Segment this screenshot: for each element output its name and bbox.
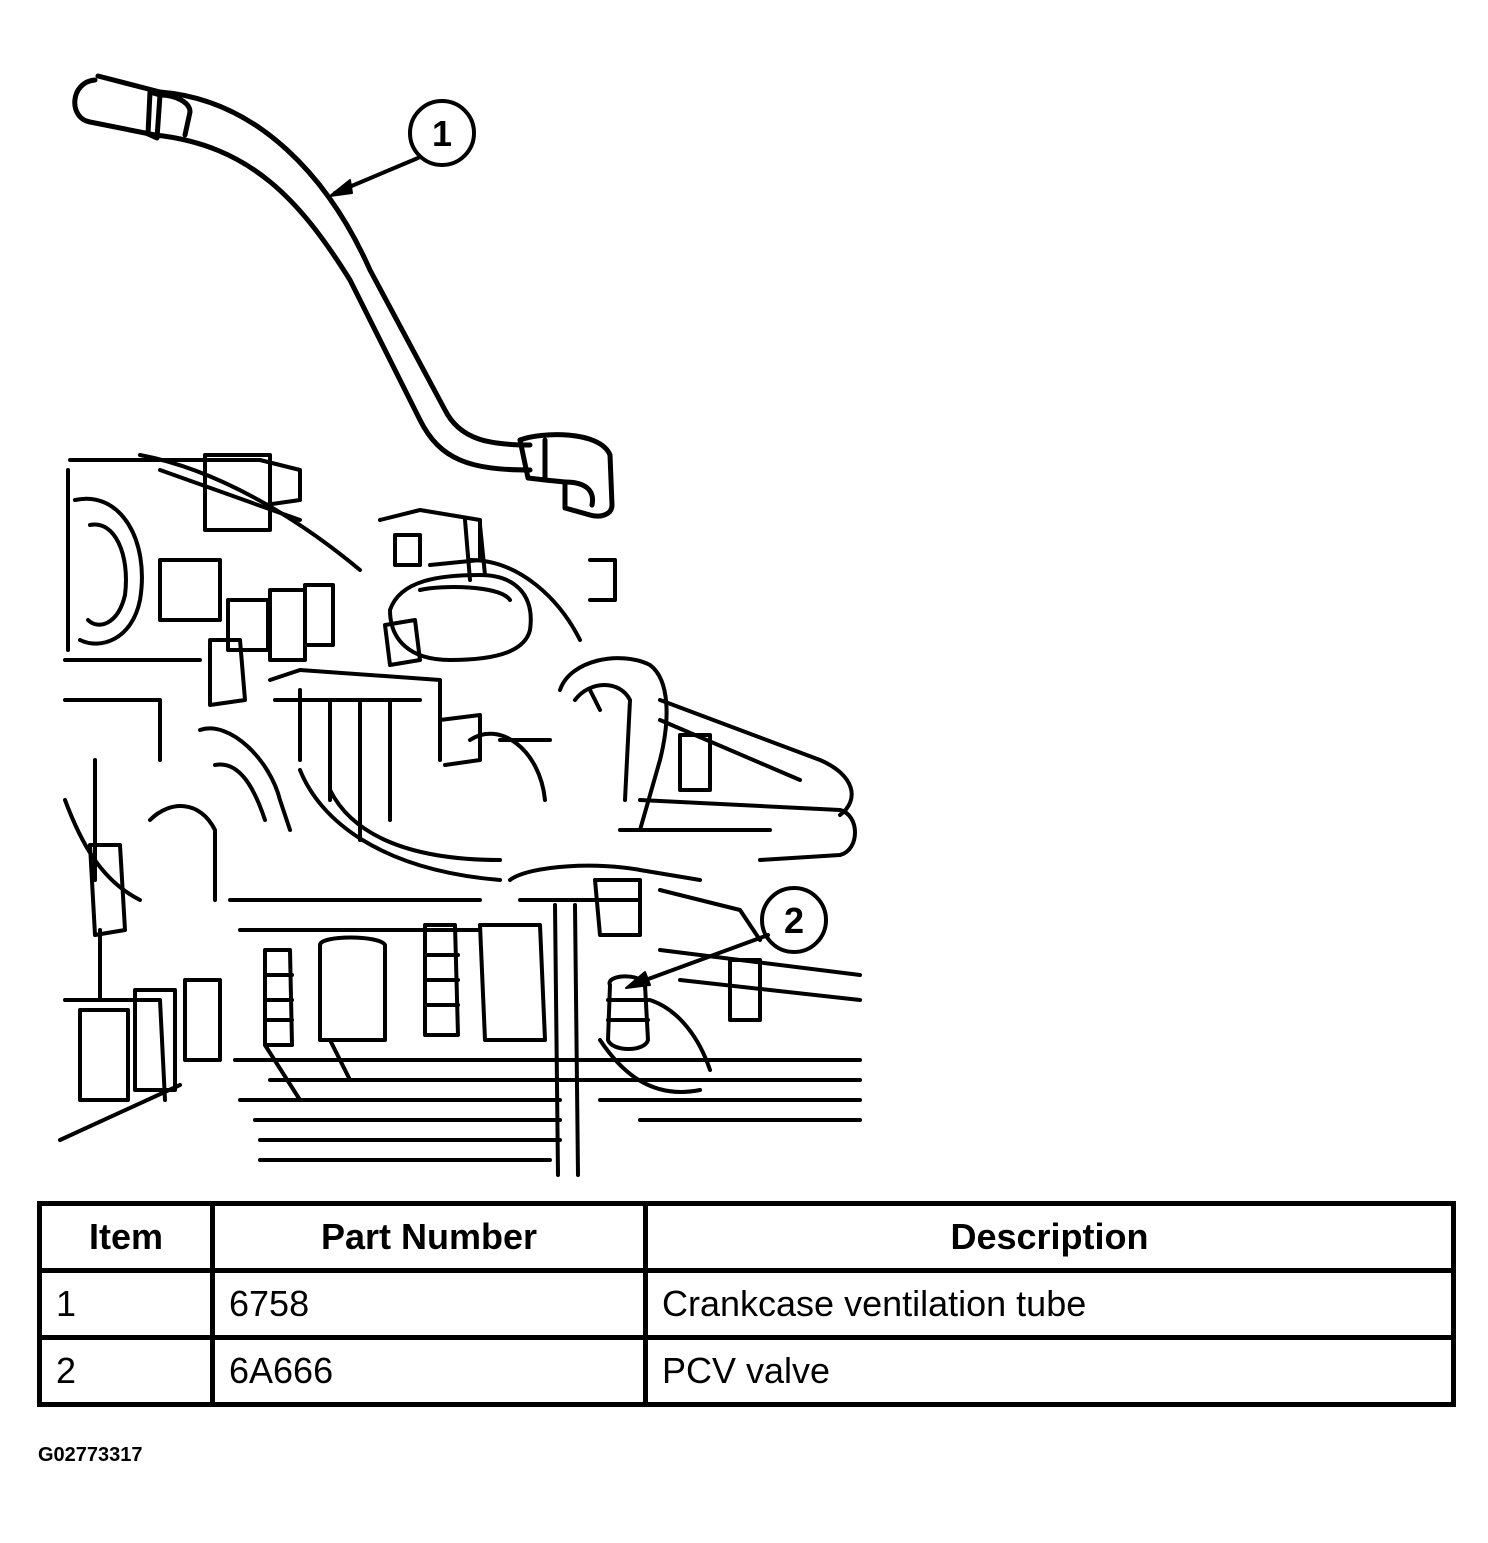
engine-middle-drawing <box>63 656 857 937</box>
figure-id: G02773317 <box>38 1444 143 1466</box>
cell-part-number: 6758 <box>210 1268 648 1340</box>
cell-item: 2 <box>37 1335 215 1407</box>
table-header-row: Item Part Number Description <box>37 1201 1456 1273</box>
parts-table: Item Part Number Description 1 6758 Cran… <box>37 1201 1456 1407</box>
pcv-valve-drawing <box>508 863 762 1177</box>
column-header-item: Item <box>37 1201 215 1273</box>
crankcase-ventilation-tube-drawing <box>72 73 615 519</box>
column-header-part-number: Part Number <box>210 1201 648 1273</box>
cell-part-number: 6A666 <box>210 1335 648 1407</box>
cell-description: PCV valve <box>643 1335 1456 1407</box>
table-row: 1 6758 Crankcase ventilation tube <box>37 1268 1456 1340</box>
column-header-description: Description <box>643 1201 1456 1273</box>
callout-2-number: 2 <box>784 900 804 941</box>
callout-1 <box>329 99 476 197</box>
callout-1-number: 1 <box>432 113 452 154</box>
callout-2 <box>625 886 828 989</box>
table-row: 2 6A666 PCV valve <box>37 1335 1456 1407</box>
cell-item: 1 <box>37 1268 215 1340</box>
engine-illustration: 1 2 <box>58 73 862 1177</box>
cell-description: Crankcase ventilation tube <box>643 1268 1456 1340</box>
engine-upper-drawing <box>66 453 617 707</box>
engine-lower-drawing <box>58 898 862 1162</box>
